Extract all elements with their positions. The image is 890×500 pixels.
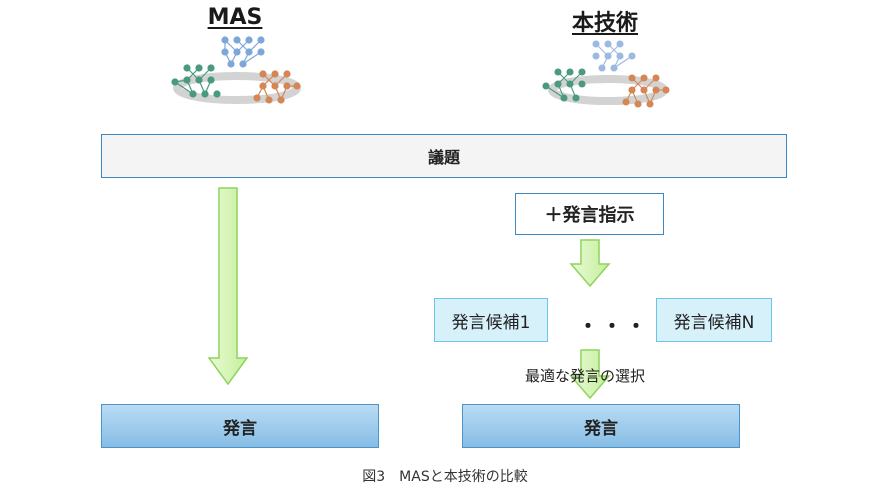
selection-arrow-icon (569, 349, 611, 400)
selection-note: 最適な発言の選択 (525, 367, 646, 385)
candidate-box-first: 発言候補1 (434, 298, 548, 342)
topic-box: 議題 (101, 134, 787, 178)
instruction-box: ＋発言指示 (515, 193, 664, 235)
proposed-heading: 本技術 (571, 11, 638, 36)
candidate-label-first: 発言候補1 (451, 312, 531, 333)
output-label-mas: 発言 (223, 418, 257, 439)
output-box-mas: 発言 (101, 404, 379, 448)
candidate-box-last: 発言候補N (656, 298, 772, 342)
candidate-label-last: 発言候補N (673, 312, 755, 333)
output-box-proposed: 発言 (462, 404, 740, 448)
instruction-label: ＋発言指示 (544, 205, 635, 226)
multi-agent-network-icon (171, 36, 301, 104)
figure-caption: 図3 MASと本技術の比較 (362, 469, 528, 485)
left-flow-arrow-icon (207, 187, 249, 386)
output-label-proposed: 発言 (584, 418, 618, 439)
proposed-network-icon (542, 40, 670, 108)
candidate-ellipsis: ・・・ (578, 314, 650, 338)
mas-heading: MAS (207, 5, 263, 30)
topic-label: 議題 (427, 148, 460, 167)
instruction-arrow-icon (569, 239, 611, 288)
